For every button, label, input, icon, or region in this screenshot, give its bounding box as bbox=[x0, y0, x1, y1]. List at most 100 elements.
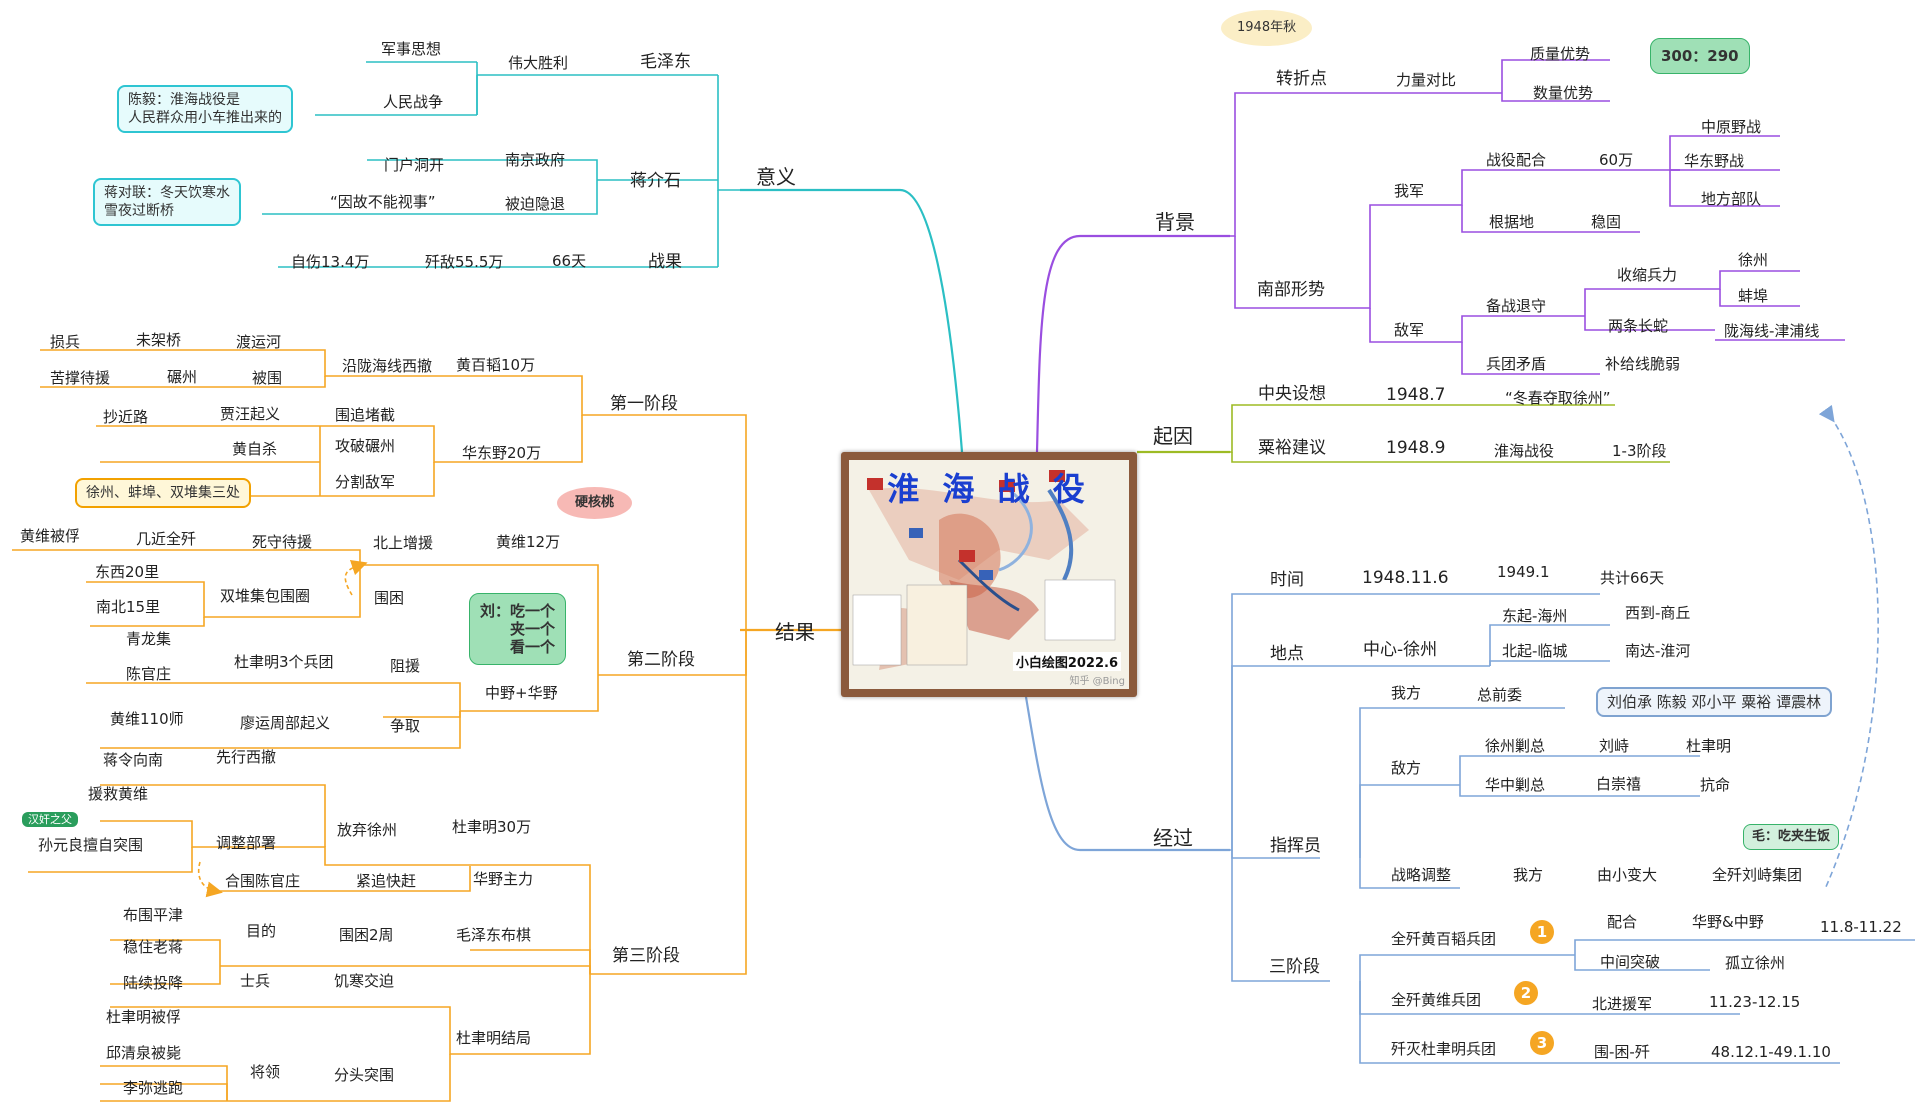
node-d1: 11.8-11.22 bbox=[1820, 918, 1902, 936]
node-weikun: 围困 bbox=[374, 589, 405, 607]
node-sunyuan: 孙元良擅自突围 bbox=[38, 836, 144, 854]
node-huaihai: 淮海战役 bbox=[1494, 442, 1555, 460]
node-mao-buqi: 毛泽东布棋 bbox=[456, 926, 532, 944]
node-jieduan: 1-3阶段 bbox=[1612, 442, 1667, 460]
node-difang-enemy: 敌方 bbox=[1391, 759, 1422, 777]
node-dubeifu: 杜聿明被俘 bbox=[106, 1008, 182, 1026]
node-beiqi: 北起-临城 bbox=[1502, 642, 1568, 660]
node-nanda: 南达-淮河 bbox=[1625, 642, 1691, 660]
node-jian: 歼敌55.5万 bbox=[425, 253, 504, 271]
node-fentou: 分头突围 bbox=[334, 1066, 395, 1084]
node-fenge: 分割敌军 bbox=[335, 473, 396, 491]
node-xuzhou-jiao: 徐州剿总 bbox=[1485, 737, 1546, 755]
node-junshi: 军事思想 bbox=[381, 40, 442, 58]
node-jijin: 几近全歼 bbox=[136, 530, 197, 548]
node-huazhong: 华中剿总 bbox=[1485, 776, 1546, 794]
node-p3: 第三阶段 bbox=[612, 946, 680, 966]
node-huadong: 华东野战 bbox=[1684, 152, 1745, 170]
node-beijin: 北进援军 bbox=[1592, 995, 1653, 1013]
node-zhanlue: 战略调整 bbox=[1391, 866, 1452, 884]
node-s2: 全歼黄维兵团 bbox=[1391, 991, 1482, 1009]
node-sunbing: 损兵 bbox=[50, 333, 81, 351]
node-liangtiao: 两条长蛇 bbox=[1608, 317, 1669, 335]
node-shibing: 士兵 bbox=[240, 972, 271, 990]
node-wofang2: 我方 bbox=[1513, 866, 1544, 884]
node-zishang: 自伤13.4万 bbox=[291, 253, 370, 271]
node-weizhui: 围追堵截 bbox=[335, 406, 396, 424]
node-liuzhi: 刘峙 bbox=[1599, 737, 1630, 755]
node-liaoyun: 廖运周部起义 bbox=[240, 714, 331, 732]
node-heiwei: 合围陈官庄 bbox=[225, 872, 301, 890]
node-huaye-zhongye: 华野&中野 bbox=[1692, 913, 1764, 931]
node-zuyuan: 阻援 bbox=[390, 657, 421, 675]
node-baichong: 白崇禧 bbox=[1596, 775, 1642, 793]
node-kangming: 抗命 bbox=[1700, 776, 1731, 794]
node-du30: 杜聿明30万 bbox=[452, 818, 532, 836]
node-dongxi: 东西20里 bbox=[95, 563, 160, 581]
bubble-chijia: 毛：吃夹生饭 bbox=[1743, 824, 1840, 850]
node-huangzisha: 黄自杀 bbox=[232, 440, 278, 458]
node-sixty: 60万 bbox=[1599, 151, 1634, 169]
node-dujieju: 杜聿明结局 bbox=[456, 1029, 532, 1047]
bubble-ratio: 300：290 bbox=[1650, 38, 1750, 74]
node-zhongjian: 中间突破 bbox=[1600, 953, 1661, 971]
node-nanbei: 南北15里 bbox=[96, 598, 161, 616]
node-limi: 李弥逃跑 bbox=[123, 1079, 184, 1097]
node-zhongye: 中野+华野 bbox=[485, 684, 558, 702]
node-buji: 补给线脆弱 bbox=[1605, 355, 1681, 373]
node-zhanguo: 战果 bbox=[648, 252, 682, 272]
node-mudi: 目的 bbox=[246, 922, 277, 940]
center-title: 淮 海 战 役 bbox=[887, 470, 1091, 508]
note-sanchu: 徐州、蚌埠、双堆集三处 bbox=[75, 478, 251, 508]
node-yiyi: 意义 bbox=[756, 165, 796, 189]
node-dongqi: 东起-海州 bbox=[1502, 607, 1568, 625]
node-didian: 地点 bbox=[1270, 644, 1304, 664]
node-duyun: 渡运河 bbox=[236, 333, 282, 351]
node-chaojinlu: 抄近路 bbox=[103, 408, 149, 426]
node-bingtuan: 兵团矛盾 bbox=[1486, 355, 1547, 373]
node-liliang: 力量对比 bbox=[1396, 71, 1457, 89]
node-huadong20: 华东野20万 bbox=[462, 444, 542, 462]
node-zhongyang: 中央设想 bbox=[1258, 384, 1326, 404]
node-zhengqu: 争取 bbox=[390, 717, 421, 735]
node-weijiaqiao: 未架桥 bbox=[136, 331, 182, 349]
node-yuanjiu: 援救黄维 bbox=[88, 785, 149, 803]
node-s1: 全歼黄百韬兵团 bbox=[1391, 930, 1497, 948]
node-d1948-9: 1948.9 bbox=[1386, 438, 1446, 458]
node-renmin: 人民战争 bbox=[383, 93, 444, 111]
node-difang: 地方部队 bbox=[1701, 190, 1762, 208]
node-beiwei: 被围 bbox=[252, 369, 283, 387]
node-jiangling: 蒋令向南 bbox=[103, 751, 164, 769]
note-duilian: 蒋对联：冬天饮寒水 雪夜过断桥 bbox=[93, 178, 241, 226]
node-days: 66天 bbox=[552, 252, 587, 270]
node-kucheng: 苦撑待援 bbox=[50, 369, 111, 387]
node-jihan: 饥寒交迫 bbox=[334, 972, 395, 990]
node-sishou: 死守待援 bbox=[252, 533, 313, 551]
node-t2: 1949.1 bbox=[1497, 563, 1550, 581]
watermark: 知乎 @Bing bbox=[1069, 676, 1125, 687]
node-peihe: 战役配合 bbox=[1486, 151, 1547, 169]
node-jingguo: 经过 bbox=[1153, 826, 1193, 850]
node-dongchun: “冬春夺取徐州” bbox=[1505, 389, 1611, 407]
note-chenyi: 陈毅：淮海战役是 人民群众用小车推出来的 bbox=[117, 85, 293, 133]
bubble-liuchi: 刘：吃一个 夹一个 看一个 bbox=[469, 593, 567, 665]
node-weikun2: 围困2周 bbox=[339, 926, 394, 944]
node-huaye: 华野主力 bbox=[473, 870, 534, 888]
node-p1: 第一阶段 bbox=[610, 394, 678, 414]
battle-map-illustration bbox=[849, 460, 1129, 689]
node-luxu: 陆续投降 bbox=[123, 974, 184, 992]
node-d1948-7: 1948.7 bbox=[1386, 385, 1446, 405]
node-mao: 毛泽东 bbox=[640, 52, 691, 72]
node-d3: 48.12.1-49.1.10 bbox=[1711, 1043, 1831, 1061]
node-weida: 伟大胜利 bbox=[508, 54, 569, 72]
node-suyu: 粟裕建议 bbox=[1258, 438, 1326, 458]
tag-hanjian: 汉奸之父 bbox=[22, 812, 78, 827]
node-pingjin: 布围平津 bbox=[123, 906, 184, 924]
node-zhuanzhe: 转折点 bbox=[1276, 69, 1327, 89]
node-bengbu: 蚌埠 bbox=[1738, 287, 1769, 305]
bubble-ying: 硬核桃 bbox=[557, 487, 633, 519]
center-credit: 小白绘图2022.6 bbox=[1012, 652, 1121, 671]
node-qiuqingquan: 邱清泉被毙 bbox=[106, 1044, 182, 1062]
bubble-autumn: 1948年秋 bbox=[1221, 10, 1313, 46]
